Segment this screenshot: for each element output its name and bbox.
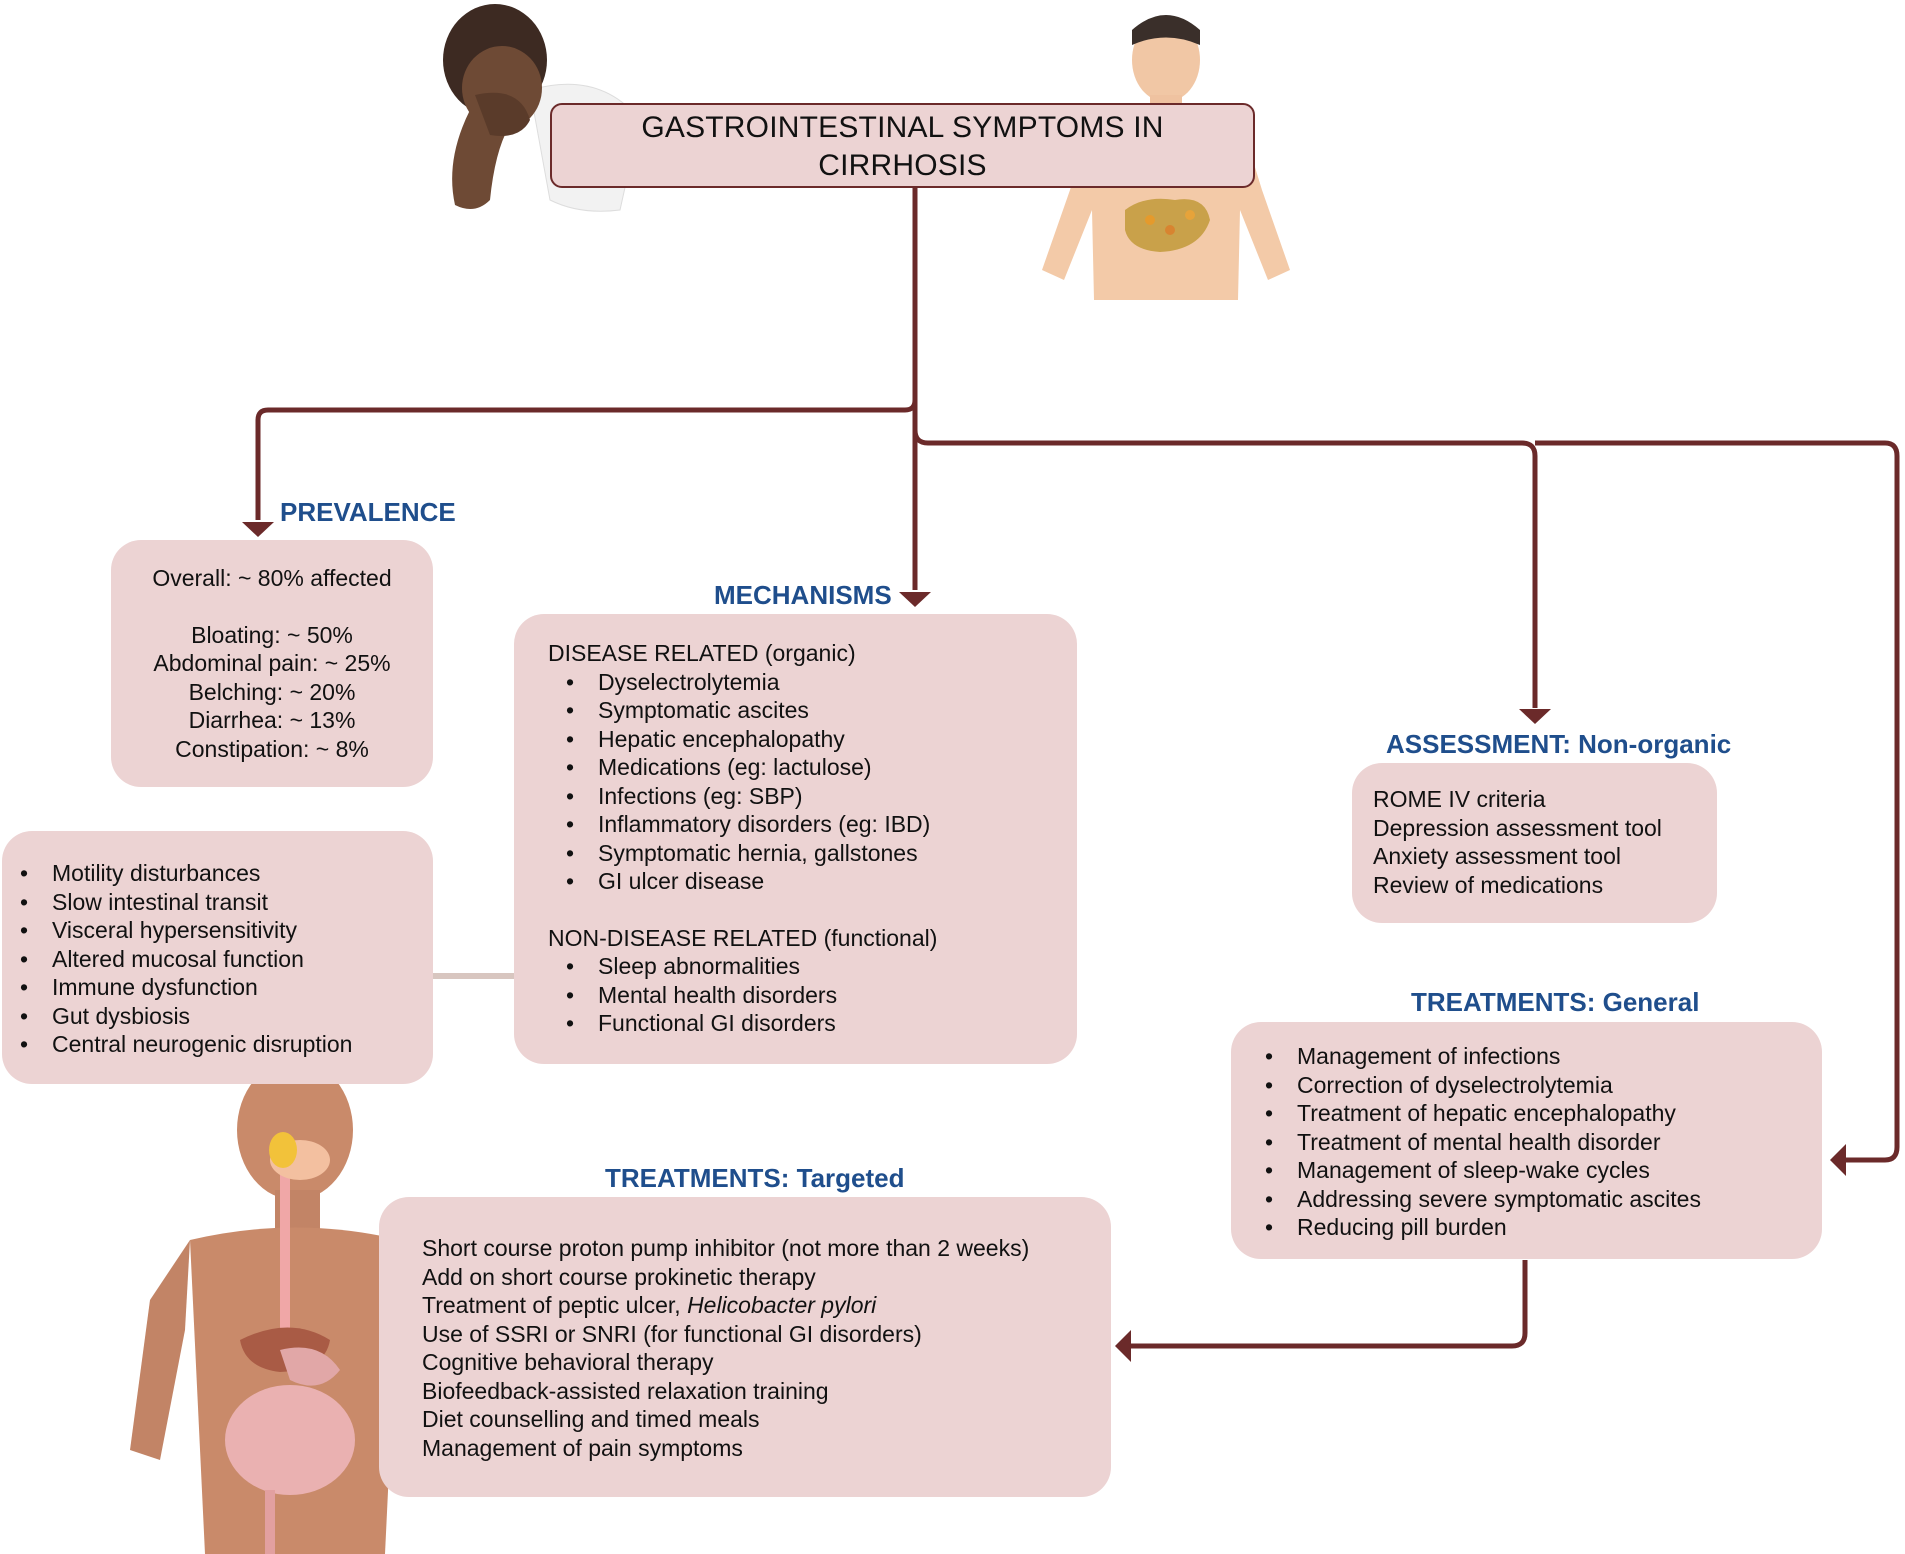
prevalence-item: Bloating: ~ 50% <box>191 621 353 648</box>
assessment-heading: ASSESSMENT: Non-organic <box>1386 729 1732 759</box>
targeted-item: Cognitive behavioral therapy <box>422 1349 714 1375</box>
digestive-system-illustration <box>130 1060 455 1554</box>
list-item: Visceral hypersensitivity <box>2 916 433 945</box>
title-line-2: CIRRHOSIS <box>818 149 987 182</box>
prevalence-item: Diarrhea: ~ 13% <box>188 707 356 733</box>
title-line-1: GASTROINTESTINAL SYMPTOMS IN <box>641 111 1164 144</box>
title-box: GASTROINTESTINAL SYMPTOMS IN CIRRHOSIS <box>550 103 1255 188</box>
arrow-to-general <box>1535 440 1900 1163</box>
functional-mechanisms-box: Motility disturbances Slow intestinal tr… <box>2 831 433 1084</box>
list-item: Slow intestinal transit <box>2 888 433 917</box>
list-item: Dyselectrolytemia <box>548 668 1077 697</box>
targeted-item: Short course proton pump inhibitor (not … <box>422 1235 1030 1261</box>
prevalence-heading: PREVALENCE <box>280 497 456 527</box>
prevalence-box: Overall: ~ 80% affected Bloating: ~ 50% … <box>111 540 433 787</box>
targeted-item: Diet counselling and timed meals <box>422 1406 760 1432</box>
targeted-item-text: Treatment of peptic ulcer, <box>422 1292 688 1318</box>
treatments-general-list: Management of infections Correction of d… <box>1247 1042 1822 1242</box>
list-item: Correction of dyselectrolytemia <box>1247 1071 1822 1100</box>
list-item: Motility disturbances <box>2 859 433 888</box>
arrow-to-assessment <box>912 429 1538 708</box>
non-disease-related-list: Sleep abnormalities Mental health disord… <box>548 952 1077 1038</box>
treatments-targeted-box: Short course proton pump inhibitor (not … <box>379 1197 1111 1497</box>
targeted-item: Biofeedback-assisted relaxation training <box>422 1377 829 1404</box>
list-item: Inflammatory disorders (eg: IBD) <box>548 810 1077 839</box>
functional-mechanisms-list: Motility disturbances Slow intestinal tr… <box>2 859 433 1059</box>
list-item: Medications (eg: lactulose) <box>548 753 1077 782</box>
targeted-item: Treatment of peptic ulcer, Helicobacter … <box>422 1291 1111 1320</box>
mechanisms-box: DISEASE RELATED (organic) Dyselectrolyte… <box>514 614 1077 1064</box>
list-item: Functional GI disorders <box>548 1009 1077 1038</box>
list-item: Central neurogenic disruption <box>2 1030 433 1059</box>
treatments-general-heading: TREATMENTS: General <box>1411 987 1700 1017</box>
list-item: Infections (eg: SBP) <box>548 782 1077 811</box>
disease-related-list: Dyselectrolytemia Symptomatic ascites He… <box>548 668 1077 896</box>
treatments-targeted-heading: TREATMENTS: Targeted <box>605 1163 905 1193</box>
list-item: Hepatic encephalopathy <box>548 725 1077 754</box>
list-item: Management of infections <box>1247 1042 1822 1071</box>
non-disease-related-label: NON-DISEASE RELATED (functional) <box>548 924 938 951</box>
list-item: Treatment of mental health disorder <box>1247 1128 1822 1157</box>
arrowhead-assessment <box>1519 709 1551 724</box>
assessment-item: ROME IV criteria <box>1373 786 1546 812</box>
list-item: Reducing pill burden <box>1247 1213 1822 1242</box>
mechanisms-heading: MECHANISMS <box>714 580 892 610</box>
disease-related-label: DISEASE RELATED (organic) <box>548 640 856 666</box>
arrowhead-general <box>1830 1144 1846 1176</box>
assessment-item: Depression assessment tool <box>1373 814 1662 841</box>
list-item: Addressing severe symptomatic ascites <box>1247 1185 1822 1214</box>
list-item: Gut dysbiosis <box>2 1002 433 1031</box>
arrowhead-mechanisms <box>899 592 931 607</box>
targeted-item: Add on short course prokinetic therapy <box>422 1263 816 1290</box>
treatments-general-box: Management of infections Correction of d… <box>1231 1022 1822 1259</box>
list-item: Mental health disorders <box>548 981 1077 1010</box>
prevalence-item: Constipation: ~ 8% <box>175 735 369 762</box>
list-item: Immune dysfunction <box>2 973 433 1002</box>
arrowhead-prevalence <box>242 522 274 537</box>
assessment-box: ROME IV criteria Depression assessment t… <box>1352 763 1717 923</box>
arrow-general-to-targeted <box>1130 1260 1528 1349</box>
prevalence-item: Abdominal pain: ~ 25% <box>153 650 391 676</box>
list-item: Management of sleep-wake cycles <box>1247 1156 1822 1185</box>
targeted-item: Use of SSRI or SNRI (for functional GI d… <box>422 1320 922 1347</box>
assessment-item: Review of medications <box>1373 871 1604 898</box>
list-item: Sleep abnormalities <box>548 952 1077 981</box>
list-item: Altered mucosal function <box>2 945 433 974</box>
list-item: Symptomatic hernia, gallstones <box>548 839 1077 868</box>
arrowhead-targeted <box>1115 1330 1131 1362</box>
list-item: GI ulcer disease <box>548 867 1077 896</box>
prevalence-item: Belching: ~ 20% <box>188 678 356 705</box>
targeted-item: Management of pain symptoms <box>422 1434 743 1461</box>
assessment-item: Anxiety assessment tool <box>1373 843 1622 869</box>
prevalence-overall: Overall: ~ 80% affected <box>152 565 392 591</box>
list-item: Treatment of hepatic encephalopathy <box>1247 1099 1822 1128</box>
list-item: Symptomatic ascites <box>548 696 1077 725</box>
targeted-item-italic: Helicobacter pylori <box>687 1292 877 1318</box>
